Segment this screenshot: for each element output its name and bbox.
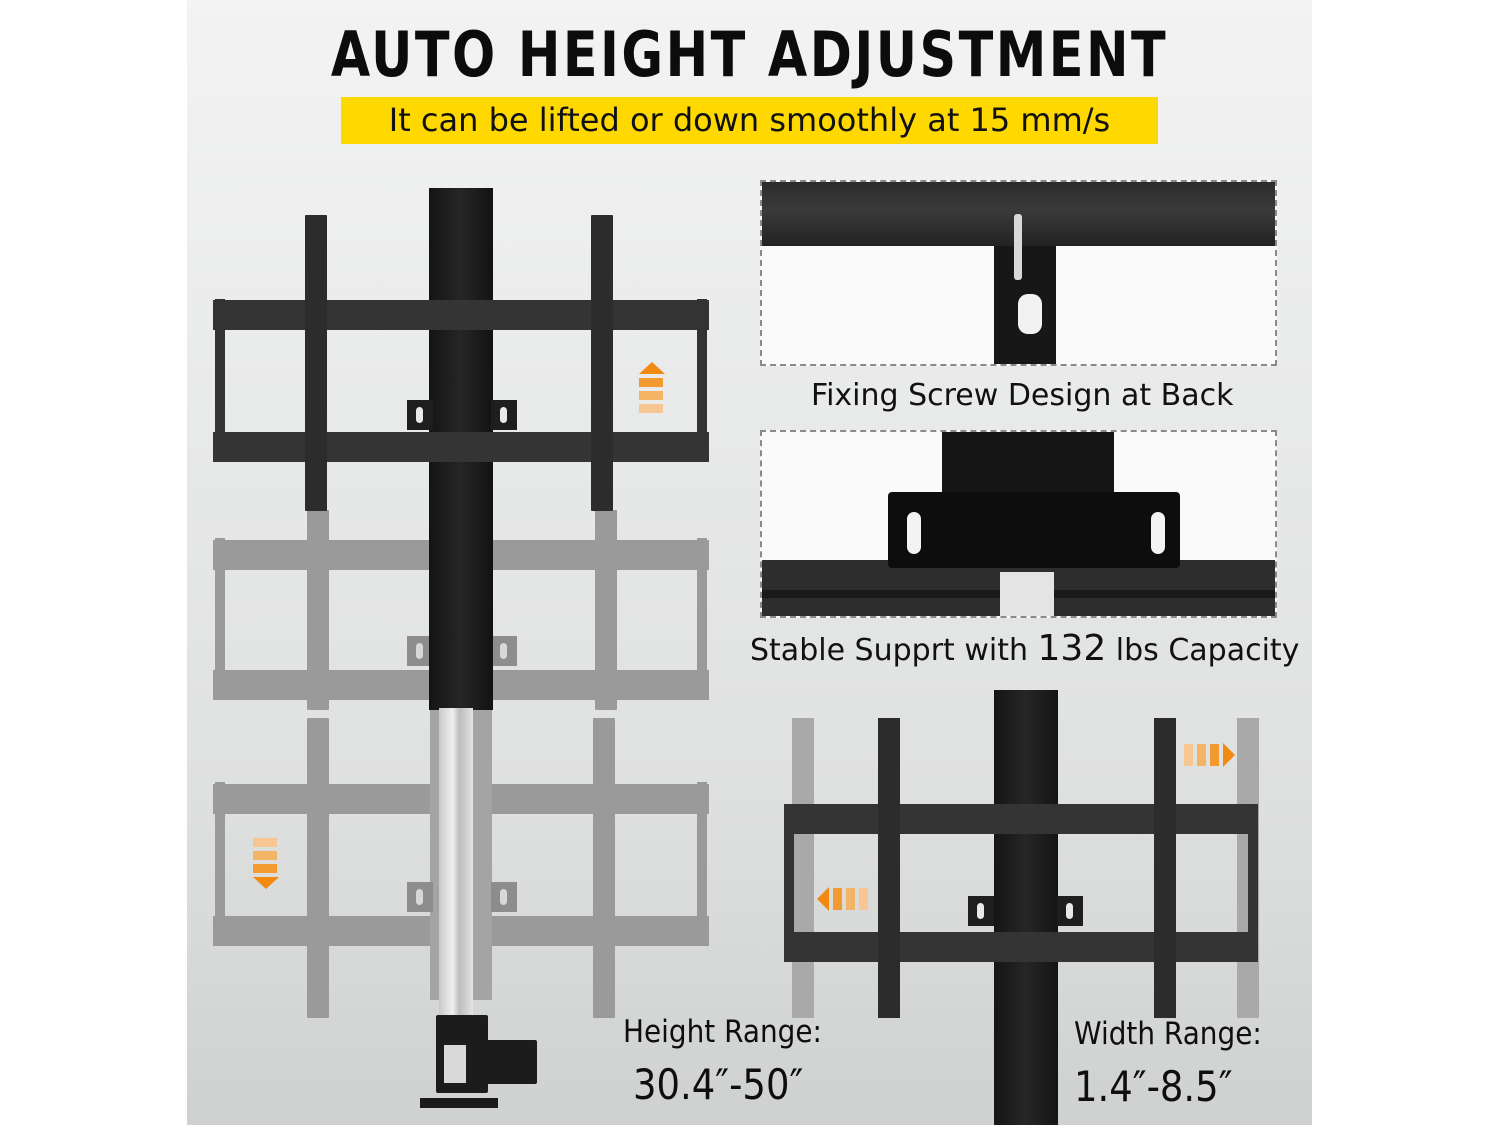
motor-label: [444, 1045, 466, 1083]
floor-base-plate: [420, 1098, 498, 1108]
page-title: AUTO HEIGHT ADJUSTMENT: [330, 18, 1169, 91]
fixing-screw-caption: Fixing Screw Design at Back: [811, 378, 1234, 413]
arrow-right-icon: [1184, 743, 1235, 767]
product-image: AUTO HEIGHT ADJUSTMENT It can be lifted …: [187, 0, 1312, 1125]
arrow-down-icon: [253, 838, 279, 889]
aluminum-rail: [439, 708, 473, 1020]
fixing-screw-inset: [760, 180, 1277, 366]
subtitle-banner: It can be lifted or down smoothly at 15 …: [341, 97, 1158, 144]
width-range-value: 1.4″-8.5″: [1074, 1062, 1233, 1111]
arrow-left-icon: [817, 887, 868, 911]
stable-support-inset: [760, 430, 1277, 618]
capacity-number: 132: [1037, 628, 1107, 669]
stable-support-caption: Stable Supprt with 132 lbs Capacity: [750, 628, 1300, 669]
width-range-spec: Width Range: 1.4″-8.5″: [1074, 1016, 1283, 1111]
width-range-label: Width Range:: [1074, 1016, 1262, 1052]
width-adjust-illustration: [782, 686, 1272, 1125]
height-range-value: 30.4″-50″: [633, 1060, 804, 1109]
tv-lift-illustration: [187, 0, 747, 1125]
height-range-label: Height Range:: [623, 1014, 822, 1050]
height-range-spec: Height Range: 30.4″-50″: [623, 1014, 844, 1109]
tv-mount-frame: [213, 215, 713, 515]
arrow-up-icon: [639, 362, 665, 417]
